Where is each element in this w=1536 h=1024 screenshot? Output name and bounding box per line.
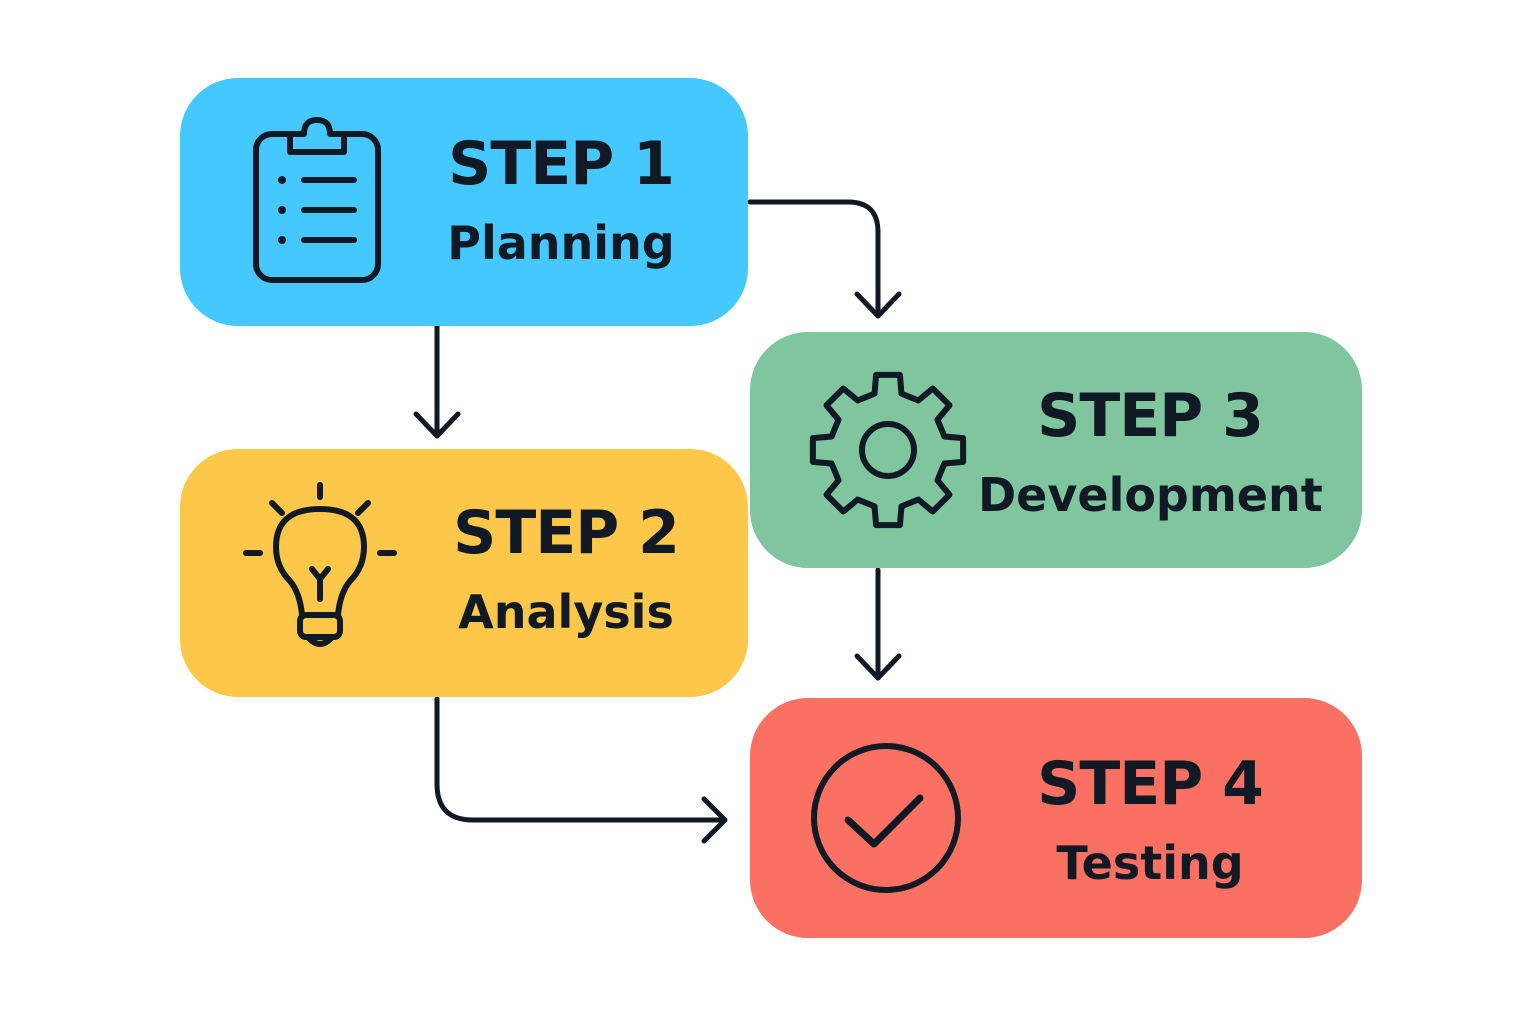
step-4-number: STEP 4 <box>1037 749 1264 819</box>
step-4-text: STEP 4 Testing <box>1000 748 1300 892</box>
connector-step2-to-step4 <box>434 696 728 844</box>
step-2-number: STEP 2 <box>453 498 680 568</box>
connector-step1-to-step2 <box>413 323 461 439</box>
step-4-card: STEP 4 Testing <box>750 698 1362 938</box>
step-3-name: Development <box>978 468 1323 522</box>
step-2-name: Analysis <box>458 585 674 639</box>
step-4-name: Testing <box>1056 836 1244 890</box>
step-1-number: STEP 1 <box>448 129 675 199</box>
connector-step3-to-step4 <box>854 567 902 681</box>
check-circle-icon <box>811 743 961 893</box>
step-3-card: STEP 3 Development <box>750 332 1362 568</box>
lightbulb-icon <box>243 482 397 647</box>
step-1-name: Planning <box>447 216 675 270</box>
clipboard-icon <box>253 117 381 283</box>
gear-icon <box>809 371 967 529</box>
step-1-card: STEP 1 Planning <box>180 78 748 326</box>
step-3-text: STEP 3 Development <box>978 380 1323 524</box>
connector-step1-to-step3 <box>747 199 902 319</box>
step-3-number: STEP 3 <box>1037 381 1264 451</box>
step-2-text: STEP 2 Analysis <box>430 497 702 641</box>
step-2-card: STEP 2 Analysis <box>180 449 748 697</box>
step-1-text: STEP 1 Planning <box>430 128 692 272</box>
